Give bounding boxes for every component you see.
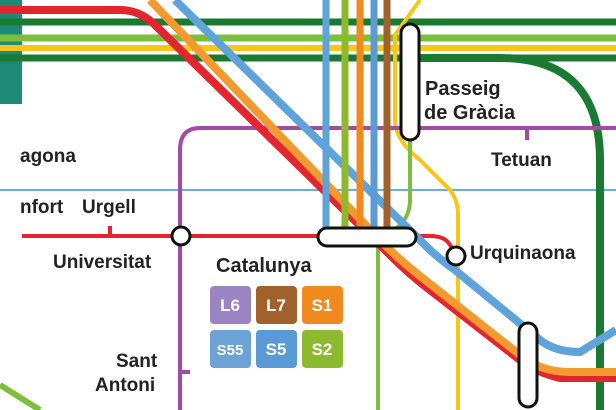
badge-l6[interactable]	[210, 286, 251, 324]
line-indicator-box	[0, 0, 22, 104]
badge-s2[interactable]	[302, 330, 343, 368]
red-line-horizontal	[22, 234, 457, 254]
yellow-line-vertical	[393, 0, 460, 410]
monfort-label-partial: nfort	[20, 197, 64, 218]
badge-l6-label: L6	[220, 296, 240, 315]
urquinaona-label: Urquinaona	[470, 243, 576, 264]
badge-s55[interactable]	[210, 330, 251, 368]
badge-s1-label: S1	[312, 296, 333, 315]
passeig-de-gracia-label-1: Passeig	[425, 78, 501, 100]
catalunya-label: Catalunya	[216, 255, 312, 277]
catalunya-line-badges: L6 L7 S1 S55 S5 S2	[210, 286, 343, 368]
interchange-station-lower-right[interactable]	[517, 321, 539, 409]
badge-s5-label: S5	[266, 340, 287, 359]
universitat-station[interactable]	[170, 225, 192, 247]
badge-l7-label: L7	[266, 296, 286, 315]
tarragona-label-partial: agona	[20, 146, 76, 167]
green-line-bottom-left	[0, 382, 42, 410]
tetuan-label: Tetuan	[491, 150, 552, 171]
universitat-label: Universitat	[53, 252, 152, 273]
badge-s1[interactable]	[302, 286, 343, 324]
passeig-de-gracia-label-2: de Gràcia	[424, 102, 516, 124]
sant-antoni-label-1: Sant	[116, 351, 158, 372]
orange-line-diagonal	[147, 0, 616, 376]
sant-antoni-label-2: Antoni	[95, 375, 155, 396]
urgell-label: Urgell	[82, 197, 136, 218]
dark-green-curve	[420, 54, 604, 410]
blue-line-diagonal	[172, 0, 616, 357]
badge-l7[interactable]	[256, 286, 297, 324]
badge-s5[interactable]	[256, 330, 297, 368]
urquinaona-station[interactable]	[445, 245, 467, 267]
badge-s2-label: S2	[312, 340, 333, 359]
catalunya-station[interactable]	[316, 226, 418, 248]
red-line-diagonal	[0, 6, 616, 382]
badge-s55-label: S55	[217, 342, 244, 359]
passeig-de-gracia-station[interactable]	[399, 22, 421, 142]
